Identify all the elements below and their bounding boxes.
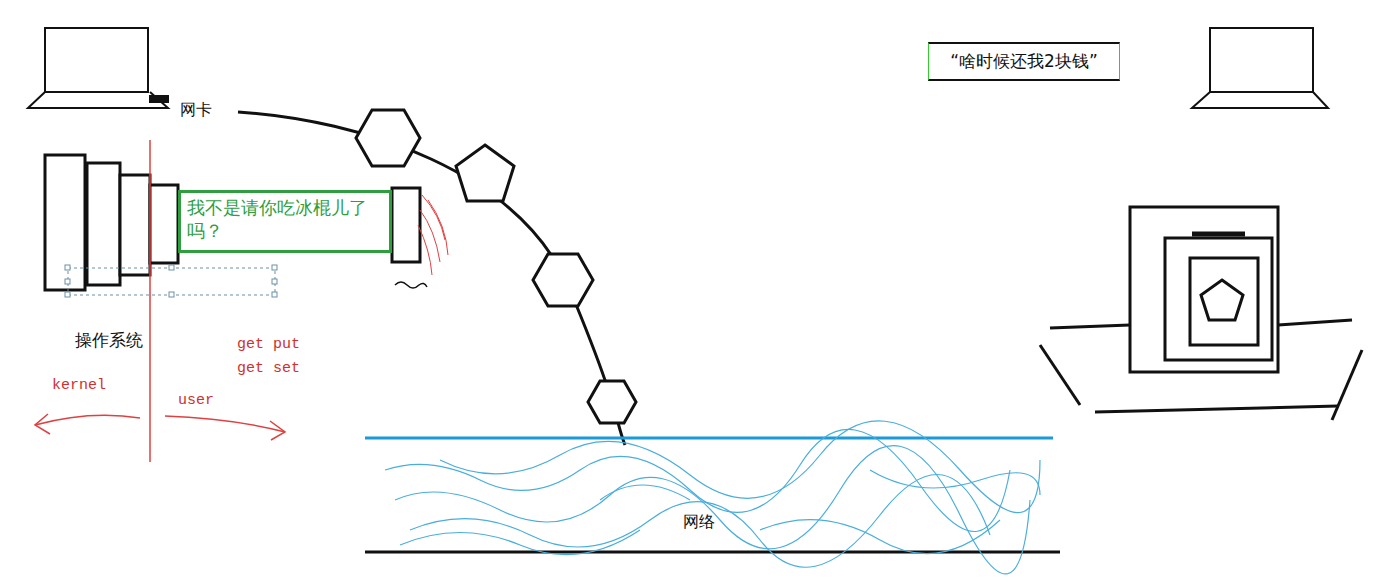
handle [169, 292, 174, 297]
command-label: get put [237, 336, 300, 354]
table-line [1040, 345, 1080, 405]
handle [272, 265, 277, 270]
handle [65, 292, 70, 297]
pentagon-packet [456, 145, 514, 201]
os-stack [45, 155, 420, 290]
handle [169, 265, 174, 270]
stack-layer [150, 185, 178, 263]
table-line [1332, 350, 1362, 420]
inner-box [1190, 258, 1258, 345]
dashed-rect [68, 268, 275, 295]
receiver [1040, 207, 1362, 420]
network-port [150, 96, 168, 102]
selection-box [65, 265, 277, 297]
network-top [365, 437, 1053, 440]
kernel-arrow [35, 415, 140, 425]
network-bottom [365, 551, 1060, 554]
handle [65, 265, 70, 270]
wave [410, 475, 990, 568]
handle [272, 292, 277, 297]
network-waves [385, 421, 1040, 574]
message-box: 我不是请你吃冰棍儿了吗？ [178, 190, 392, 253]
wave [760, 520, 1000, 554]
user-arrow [165, 416, 285, 432]
laptop-left [28, 28, 168, 108]
hexagon-packet [356, 110, 420, 166]
middle-box [1165, 238, 1272, 360]
wave [870, 470, 1040, 495]
command-label: get set [237, 360, 300, 378]
quote-box: “啥时候还我2块钱” [928, 42, 1120, 81]
os-label: 操作系统 [75, 330, 143, 350]
laptop-screen [1210, 28, 1313, 92]
arrowhead [35, 414, 50, 434]
scribbles [418, 195, 448, 275]
bar [1192, 232, 1245, 237]
stack-layer [120, 175, 150, 275]
scribble [428, 200, 448, 255]
stack-end [392, 188, 420, 262]
pentagon-packet [1201, 280, 1243, 320]
laptop-base [1192, 92, 1328, 108]
packets [356, 110, 636, 423]
laptop-screen [45, 28, 148, 92]
trajectory [238, 112, 625, 445]
laptop-right [1192, 28, 1328, 108]
wave [400, 530, 640, 555]
table-line [1095, 406, 1338, 412]
scribble [418, 225, 432, 275]
user-label: user [178, 392, 214, 410]
table-line [1278, 320, 1352, 325]
stack-layer [45, 155, 85, 290]
wave [600, 485, 690, 500]
handle [65, 279, 70, 284]
stack-layer [87, 163, 120, 285]
arrowhead [270, 421, 285, 440]
kernel-label: kernel [52, 377, 106, 395]
network-label: 网络 [683, 512, 715, 531]
wave [395, 446, 1030, 574]
handle [272, 279, 277, 284]
squiggle [395, 282, 427, 288]
table-line [1050, 325, 1130, 328]
nic-label: 网卡 [180, 100, 212, 119]
outer-box [1130, 207, 1278, 372]
node-text: “啥时候还我2块钱” [950, 50, 1097, 73]
divider-line [149, 140, 151, 462]
wave [440, 421, 1040, 513]
hexagon-packet [533, 254, 593, 306]
direction-arrows [35, 414, 285, 440]
node-text: 我不是请你吃冰棍儿了吗？ [187, 196, 377, 243]
laptop-base [28, 92, 168, 108]
hexagon-packet [588, 381, 636, 423]
